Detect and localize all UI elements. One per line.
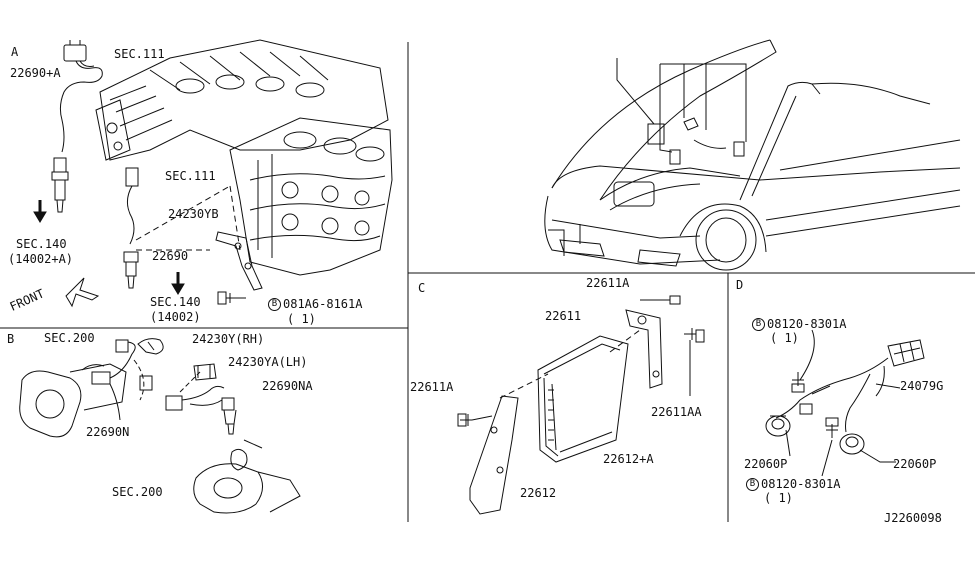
part-label-22611a-left[interactable]: 22611A (410, 380, 454, 394)
sec-140-left-sub-label: (14002+A) (8, 252, 74, 266)
sec-200-top-label[interactable]: SEC.200 (44, 331, 95, 345)
panel-d-letter: D (736, 278, 744, 292)
part-label-22690n[interactable]: 22690N (86, 425, 130, 439)
part-label-08120-8301a-bottom[interactable]: 08120-8301A (761, 477, 841, 491)
bolt-mark-icon: B (268, 298, 281, 311)
bolt-bottom-qty-label: ( 1) (764, 491, 793, 505)
bolt-mark-bottom-icon: B (746, 478, 759, 491)
sec-200-bottom-label[interactable]: SEC.200 (112, 485, 163, 499)
part-label-24230yb[interactable]: 24230YB (168, 207, 219, 221)
sec-140-right-label[interactable]: SEC.140 (150, 295, 201, 309)
sec-111-mid-label[interactable]: SEC.111 (165, 169, 216, 183)
panel-c-drawing (458, 296, 704, 514)
panel-b-drawing (20, 339, 300, 513)
panel-b-letter: B (7, 332, 15, 346)
part-label-22060p-right[interactable]: 22060P (893, 457, 937, 471)
part-label-22690[interactable]: 22690 (152, 249, 189, 263)
panel-a-drawing (34, 40, 392, 306)
sec-140-right-sub-label: (14002) (150, 310, 201, 324)
part-label-24230ya-lh[interactable]: 24230YA(LH) (228, 355, 308, 369)
part-label-22611[interactable]: 22611 (545, 309, 582, 323)
panel-c-letter: C (418, 281, 426, 295)
bolt-mark-top-icon: B (752, 318, 765, 331)
part-label-22690-a[interactable]: 22690+A (10, 66, 61, 80)
part-label-22690na[interactable]: 22690NA (262, 379, 313, 393)
panel-d-drawing (766, 330, 924, 476)
sec-111-top-label[interactable]: SEC.111 (114, 47, 165, 61)
part-label-24079g[interactable]: 24079G (900, 379, 944, 393)
part-label-22611aa[interactable]: 22611AA (651, 405, 702, 419)
part-label-22611a-top[interactable]: 22611A (586, 276, 630, 290)
car-overview-drawing (545, 40, 960, 270)
sec-140-left-label[interactable]: SEC.140 (16, 237, 67, 251)
panel-a-letter: A (11, 45, 19, 59)
part-label-24230y-rh[interactable]: 24230Y(RH) (192, 332, 265, 346)
part-label-22612[interactable]: 22612 (520, 486, 557, 500)
part-label-22612-a[interactable]: 22612+A (603, 452, 654, 466)
bolt-qty-label: ( 1) (287, 312, 316, 326)
part-label-081a6-8161a[interactable]: 081A6-8161A (283, 297, 363, 311)
panel-dividers (0, 42, 975, 522)
part-label-08120-8301a-top[interactable]: 08120-8301A (767, 317, 847, 331)
diagram-code: J2260098 (884, 511, 942, 525)
bolt-top-qty-label: ( 1) (770, 331, 799, 345)
part-label-22060p-left[interactable]: 22060P (744, 457, 788, 471)
